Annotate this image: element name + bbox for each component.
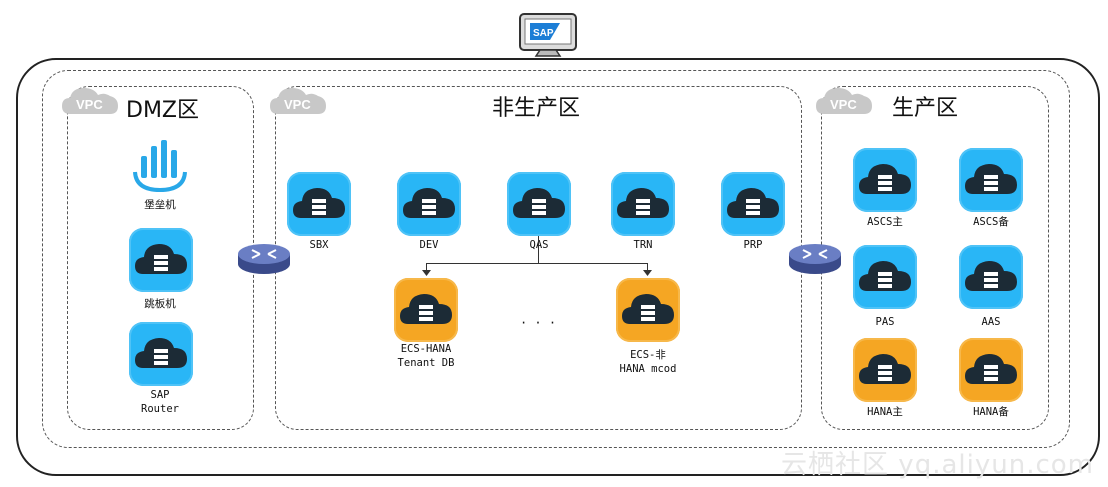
ecs-hana-tile <box>394 278 458 342</box>
cloud-server-icon <box>965 164 1017 194</box>
arrow-left-icon <box>422 270 431 276</box>
cloud-server-icon <box>727 188 779 218</box>
cloud-server-icon <box>135 338 187 368</box>
ecs-non-hana-tile <box>616 278 680 342</box>
dmz-zone-title: DMZ区 <box>126 98 199 123</box>
overall-boundary <box>16 58 1100 476</box>
router-right-icon <box>789 244 841 274</box>
router-left-icon <box>238 244 290 274</box>
hana-backup-tile <box>959 338 1023 402</box>
sap-monitor-icon: SAP <box>519 13 577 57</box>
prod-vpc-cloud-icon: VPC <box>816 88 872 114</box>
aas-label: AAS <box>981 316 1001 328</box>
connector-right-drop <box>647 263 648 272</box>
trn-label: TRN <box>633 239 653 251</box>
ascs-backup-label: ASCS备 <box>973 216 1009 228</box>
cloud-server-icon <box>622 294 674 324</box>
cloud-server-icon <box>859 164 911 194</box>
pas-tile <box>853 245 917 309</box>
sap-router-tile <box>129 322 193 386</box>
sap-logo-text: SAP <box>533 28 554 39</box>
sbx-tile <box>287 172 351 236</box>
prp-label: PRP <box>743 239 763 251</box>
cloud-server-icon <box>403 188 455 218</box>
qas-tile <box>507 172 571 236</box>
trn-tile <box>611 172 675 236</box>
cloud-server-icon <box>965 354 1017 384</box>
cloud-server-icon <box>135 244 187 274</box>
cloud-server-icon <box>293 188 345 218</box>
cloud-server-icon <box>965 261 1017 291</box>
prp-tile <box>721 172 785 236</box>
hana-main-label: HANA主 <box>867 406 903 418</box>
cloud-server-icon <box>513 188 565 218</box>
ellipsis: · · · <box>519 316 557 330</box>
bastion-icon <box>133 140 187 192</box>
hana-backup-label: HANA备 <box>973 406 1009 418</box>
sbx-label: SBX <box>309 239 329 251</box>
hana-main-tile <box>853 338 917 402</box>
ascs-main-tile <box>853 148 917 212</box>
ecs-non-hana-label-2: HANA mcod <box>619 363 677 375</box>
sap-router-label-1: SAP <box>150 389 170 401</box>
jump-server-label: 跳板机 <box>144 298 176 310</box>
svg-text:VPC: VPC <box>284 97 311 112</box>
nonprod-zone-title: 非生产区 <box>492 96 581 121</box>
dev-tile <box>397 172 461 236</box>
jump-server-tile <box>129 228 193 292</box>
dev-label: DEV <box>419 239 439 251</box>
ecs-non-hana-label-1: ECS-非 <box>630 349 666 361</box>
ecs-hana-label-1: ECS-HANA <box>400 343 452 355</box>
connector-vertical <box>538 236 539 264</box>
nonprod-vpc-cloud-icon: VPC <box>270 88 326 114</box>
cloud-server-icon <box>617 188 669 218</box>
bastion-label: 堡垒机 <box>144 199 176 211</box>
connector-horizontal <box>426 263 648 264</box>
ascs-main-label: ASCS主 <box>867 216 903 228</box>
aas-tile <box>959 245 1023 309</box>
cloud-server-icon <box>859 261 911 291</box>
qas-label: QAS <box>529 239 549 251</box>
svg-text:VPC: VPC <box>830 97 857 112</box>
ecs-hana-label-2: Tenant DB <box>397 357 455 369</box>
connector-left-drop <box>426 263 427 272</box>
watermark: 云栖社区 yq.aliyun.com <box>781 450 1094 480</box>
cloud-server-icon <box>859 354 911 384</box>
region-boundary <box>42 70 1070 448</box>
cloud-server-icon <box>400 294 452 324</box>
arrow-right-icon <box>643 270 652 276</box>
sap-router-label-2: Router <box>141 403 179 415</box>
dmz-vpc-cloud-icon: VPC <box>62 88 118 114</box>
prod-zone-title: 生产区 <box>892 96 959 121</box>
svg-text:VPC: VPC <box>76 97 103 112</box>
ascs-backup-tile <box>959 148 1023 212</box>
pas-label: PAS <box>875 316 895 328</box>
